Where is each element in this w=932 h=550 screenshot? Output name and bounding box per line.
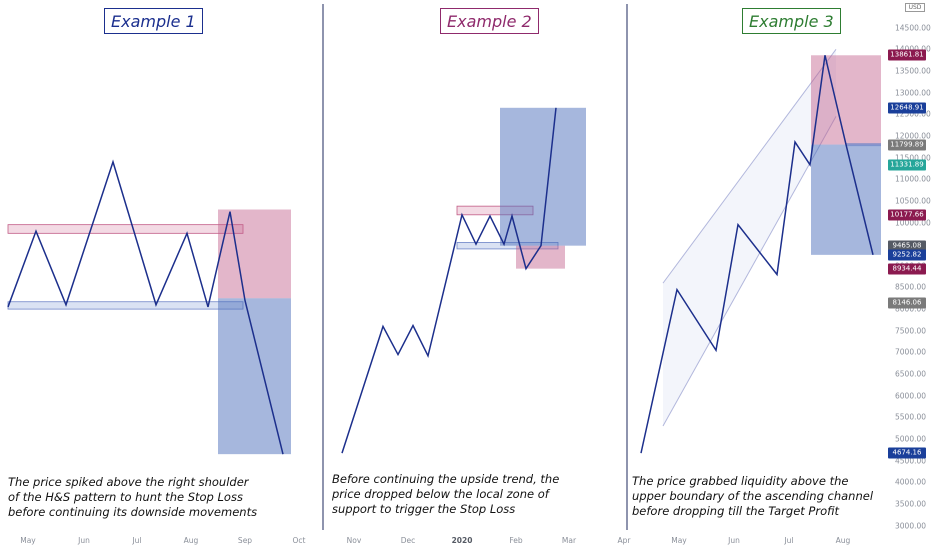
caption-line: Before continuing the upside trend, the xyxy=(332,472,560,486)
y-tick-label: 3500.00 xyxy=(895,499,927,509)
y-tick-label: 10500.00 xyxy=(895,196,931,206)
caption-example-1: The price spiked above the right shoulde… xyxy=(8,475,257,520)
y-tick-label: 8500.00 xyxy=(895,282,927,292)
currency-label: USD xyxy=(905,3,925,12)
y-tick-label: 10000.00 xyxy=(895,218,931,227)
price-tag: 11331.89 xyxy=(888,159,926,171)
x-tick-label: Jul xyxy=(784,536,794,545)
y-tick-label: 6500.00 xyxy=(895,369,927,379)
x-tick-label: Jul xyxy=(132,536,142,545)
channel-fill xyxy=(663,49,836,427)
x-tick-label: Sep xyxy=(237,536,253,545)
channel-upper-boundary xyxy=(662,49,837,284)
price-line-example-3 xyxy=(640,55,874,454)
x-tick-label: May xyxy=(20,536,36,545)
caption-example-2: Before continuing the upside trend, the … xyxy=(332,472,559,517)
y-tick-label: 5000.00 xyxy=(895,434,927,444)
y-tick-label: 4500.00 xyxy=(895,456,927,466)
caption-line: price dropped below the local zone of xyxy=(332,487,549,501)
caption-line: The price grabbed liquidity above the xyxy=(632,474,849,488)
y-tick-label: 7000.00 xyxy=(895,347,927,357)
x-tick-label: Apr xyxy=(617,536,631,545)
x-tick-label: Oct xyxy=(292,536,306,545)
price-tag: 10177.66 xyxy=(888,209,926,221)
x-tick-label: Nov xyxy=(346,536,362,545)
zone-target-panel-3 xyxy=(811,144,881,255)
panel-separators xyxy=(322,4,628,530)
y-tick-label: 12000.00 xyxy=(895,131,931,141)
caption-line: of the H&S pattern to hunt the Stop Loss xyxy=(8,490,243,504)
price-tag: 8146.06 xyxy=(888,297,926,309)
y-tick-label: 14000.00 xyxy=(895,45,931,54)
title-example-3: Example 3 xyxy=(742,8,841,34)
y-tick-label: 11000.00 xyxy=(895,174,931,184)
price-tag: 12648.91 xyxy=(888,102,926,114)
title-example-1: Example 1 xyxy=(104,8,203,34)
y-tick-label: 12500.00 xyxy=(895,109,931,119)
y-tick-label: 4000.00 xyxy=(895,477,927,487)
y-tick-label: 7500.00 xyxy=(895,326,927,336)
x-tick-label: Mar xyxy=(561,536,577,545)
price-line-example-1 xyxy=(7,159,284,455)
zone-target-panel-1 xyxy=(218,298,291,455)
caption-line: The price spiked above the right shoulde… xyxy=(8,475,249,489)
channel-lower-boundary xyxy=(662,116,837,427)
zone-stop-panel-1 xyxy=(218,209,291,299)
zone-stop-panel-2 xyxy=(516,245,565,269)
x-tick-label: 2020 xyxy=(451,536,473,545)
price-tag: 8934.44 xyxy=(888,263,926,275)
y-tick-label: 3000.00 xyxy=(895,521,927,531)
y-tick-label: 6000.00 xyxy=(895,391,927,401)
x-tick-label: Dec xyxy=(400,536,416,545)
caption-line: upper boundary of the ascending channel xyxy=(632,489,874,503)
y-tick-label: 13000.00 xyxy=(895,88,931,98)
x-tick-label: May xyxy=(671,536,687,545)
caption-line: before dropping till the Target Profit xyxy=(632,504,840,518)
caption-line: support to trigger the Stop Loss xyxy=(332,502,516,516)
y-tick-label: 5500.00 xyxy=(895,412,927,422)
x-tick-label: Feb xyxy=(509,536,523,545)
price-lines xyxy=(7,55,874,455)
price-tag: 13861.81 xyxy=(888,49,926,61)
zones-layer xyxy=(7,55,881,455)
x-tick-label: Aug xyxy=(835,536,851,545)
caption-example-3: The price grabbed liquidity above the up… xyxy=(632,474,873,519)
x-tick-label: Jun xyxy=(728,536,740,545)
x-tick-label: Aug xyxy=(183,536,199,545)
y-tick-label: 14500.00 xyxy=(895,23,931,33)
price-tag: 9465.08 xyxy=(888,240,926,252)
x-tick-label: Jun xyxy=(78,536,90,545)
zone-resistance-panel-1 xyxy=(7,224,244,234)
price-line-example-2 xyxy=(341,107,557,454)
price-tag: 9252.82 xyxy=(888,249,926,261)
title-example-2: Example 2 xyxy=(440,8,539,34)
price-tag: 4674.16 xyxy=(888,447,926,459)
y-tick-label: 13500.00 xyxy=(895,66,931,76)
ascending-channel xyxy=(662,49,837,427)
caption-line: before continuing its downside movements xyxy=(8,505,258,519)
y-tick-label: 8000.00 xyxy=(895,304,927,314)
zone-stop-panel-3 xyxy=(811,55,881,145)
y-tick-label: 11500.00 xyxy=(895,153,931,163)
price-tag: 11799.89 xyxy=(888,139,926,151)
